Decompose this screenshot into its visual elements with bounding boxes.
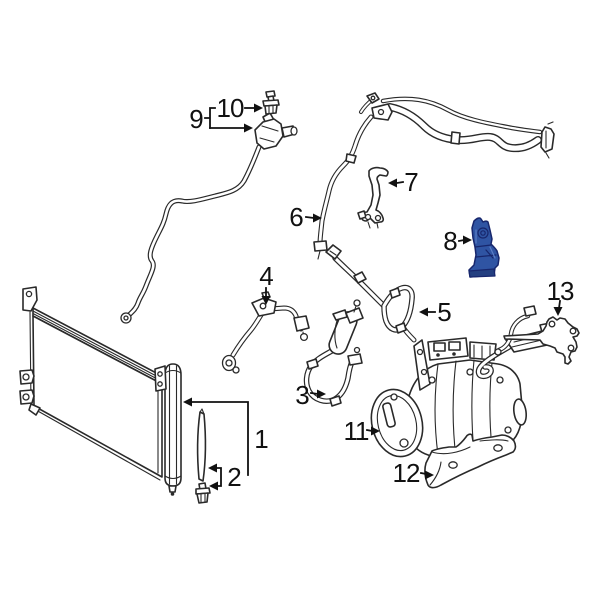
liquid-pipe-4-drawing[interactable] [221,291,310,374]
callout-4-label[interactable]: 4 [259,261,274,291]
arrow-to-drier [183,397,192,407]
callout-13-label[interactable]: 13 [547,276,575,306]
desiccant-bag-drawing[interactable] [196,408,207,482]
ac-tube-drawing[interactable] [313,114,374,260]
callout-5-label[interactable]: 5 [437,297,452,327]
callout-5[interactable]: 5 [419,297,452,327]
callout-1[interactable]: 1 [183,397,269,476]
callout-8[interactable]: 8 [443,226,472,256]
callout-10-label[interactable]: 10 [217,93,245,123]
callout-3[interactable]: 3 [295,380,326,410]
arrow-to-tube-6 [313,213,322,223]
tube-bracket-7-drawing[interactable] [357,166,389,229]
liquid-tube-valve-drawing[interactable] [120,112,298,324]
arrow-to-hose-3 [317,389,326,399]
callout-13[interactable]: 13 [547,276,575,316]
arrow-to-bracket-13 [553,307,563,316]
arrow-to-bracket-7 [388,178,397,188]
callout-3-label[interactable]: 3 [295,380,310,410]
discharge-hose-5-drawing[interactable] [325,244,417,343]
arrow-to-desiccant [208,463,217,473]
arrow-to-compressor [371,426,380,436]
arrow-to-hose-5 [419,307,428,317]
callout-8-label[interactable]: 8 [443,226,458,256]
top-pipe-assembly-drawing[interactable] [359,92,555,159]
condenser-drawing[interactable] [19,286,182,496]
callout-11[interactable]: 11 [344,416,381,446]
compressor-bracket-13-drawing[interactable] [503,316,580,365]
callout-1-label[interactable]: 1 [254,424,269,454]
callout-12[interactable]: 12 [393,458,434,488]
arrow-to-valve [244,123,253,133]
arrow-to-cap [209,481,218,491]
compressor-shield-drawing[interactable] [424,433,517,489]
callout-7-label[interactable]: 7 [404,167,419,197]
callout-4[interactable]: 4 [259,261,274,305]
arrow-to-shield [425,470,434,480]
arrow-to-pipe-4 [261,296,271,305]
callout-7[interactable]: 7 [388,167,419,197]
callout-10[interactable]: 10 [217,93,263,123]
callout-6-label[interactable]: 6 [289,202,304,232]
callout-2-label[interactable]: 2 [227,462,242,492]
highlighted-bracket-8-drawing[interactable] [468,217,500,278]
callout-9[interactable]: 9 [189,104,253,134]
callout-12-label[interactable]: 12 [393,458,421,488]
callout-9-label[interactable]: 9 [189,104,204,134]
drier-cap-drawing[interactable] [195,482,211,504]
compressor-drawing[interactable] [365,305,555,467]
arrow-to-cap-10 [254,103,263,113]
valve-cap-drawing[interactable] [262,90,280,115]
suction-hose-3-drawing[interactable] [303,299,364,407]
callout-6[interactable]: 6 [289,202,322,232]
arrow-to-bracket-8 [463,235,472,245]
callout-2[interactable]: 2 [208,462,242,492]
callout-11-label[interactable]: 11 [344,416,371,446]
